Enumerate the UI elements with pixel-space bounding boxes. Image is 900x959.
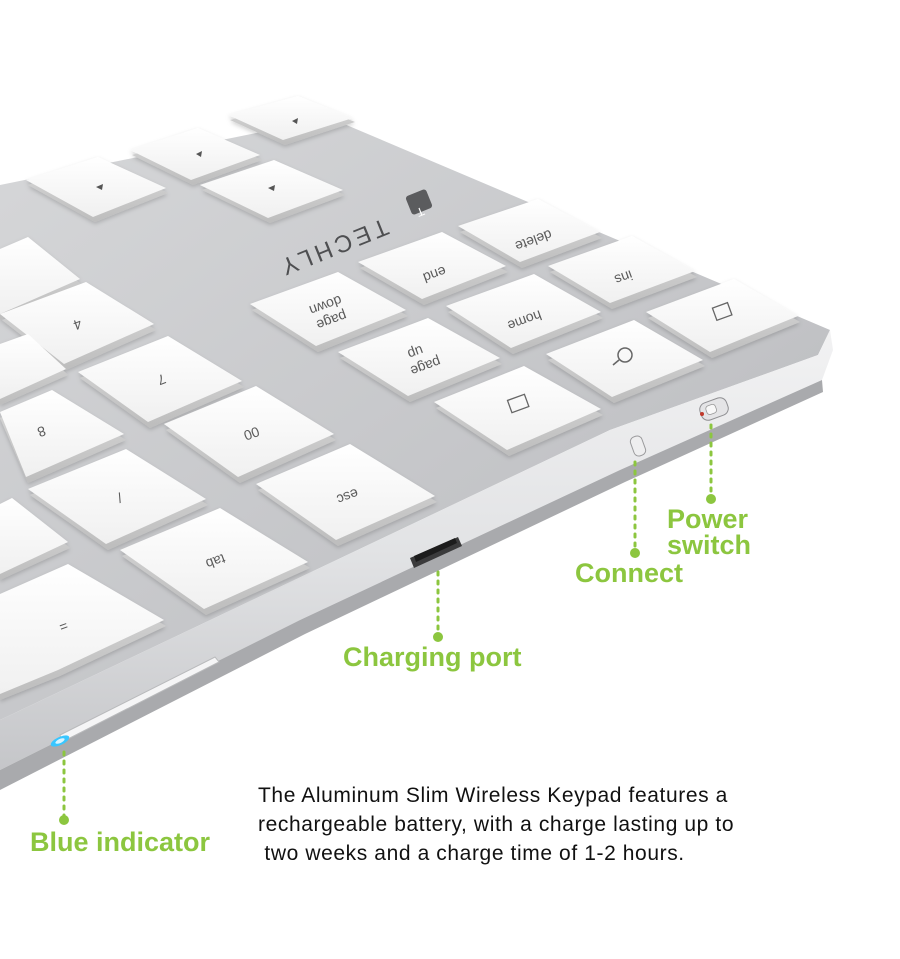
page-up-key [338, 318, 502, 402]
key-00 [164, 386, 336, 483]
blue-indicator-callout: Blue indicator [30, 827, 211, 857]
calculator-key [646, 279, 800, 358]
callout-leaders [62, 423, 713, 818]
ins-key [548, 236, 697, 309]
power-switch [699, 397, 729, 421]
key-blank-left-low [0, 498, 70, 580]
key-7 [78, 336, 244, 428]
page-up-key-label-line2: up [405, 343, 425, 363]
tab-key [120, 508, 310, 615]
key-8 [0, 390, 126, 483]
end-key-label: end [421, 263, 448, 286]
connect-button [629, 435, 647, 457]
page-down-key [250, 272, 408, 352]
product-description: The Aluminum Slim Wireless Keypad featur… [258, 781, 888, 868]
arrow-up-key [228, 96, 355, 145]
home-key [446, 274, 603, 354]
end-key [358, 232, 508, 305]
arrow-down-key [200, 160, 345, 223]
keypad-bottom-edge [0, 380, 823, 790]
equals-key [0, 564, 166, 700]
description-line-1: The Aluminum Slim Wireless Keypad featur… [258, 784, 728, 807]
description-line-3: two weeks and a charge time of 1-2 hours… [258, 842, 685, 865]
power-switch-callout-line2: switch [667, 530, 752, 560]
power-switch-callout: Power switch [667, 504, 777, 560]
key-slash-label: / [115, 490, 124, 506]
esc-key [256, 444, 437, 546]
power-switch-callout-line1: Power [667, 504, 749, 534]
key-slash [28, 449, 208, 550]
key-blank-top-left [0, 237, 82, 320]
charging-port-callout: Charging port [343, 642, 522, 672]
delete-key [458, 199, 602, 268]
tab-key-label: tab [204, 551, 228, 573]
blue-indicator-light [50, 735, 70, 747]
arrow-left-key [130, 128, 262, 185]
charging-port [410, 537, 462, 568]
esc-key-label: esc [335, 485, 361, 507]
arrow-right-key [26, 157, 168, 222]
key-00-label: 00 [241, 424, 261, 444]
connect-callout: Connect [575, 558, 683, 588]
ins-key-label: ins [613, 267, 635, 288]
description-line-2: rechargeable battery, with a charge last… [258, 813, 735, 836]
key-blank-left-mid [0, 334, 68, 405]
menu-key [434, 366, 603, 456]
search-key [546, 320, 705, 403]
